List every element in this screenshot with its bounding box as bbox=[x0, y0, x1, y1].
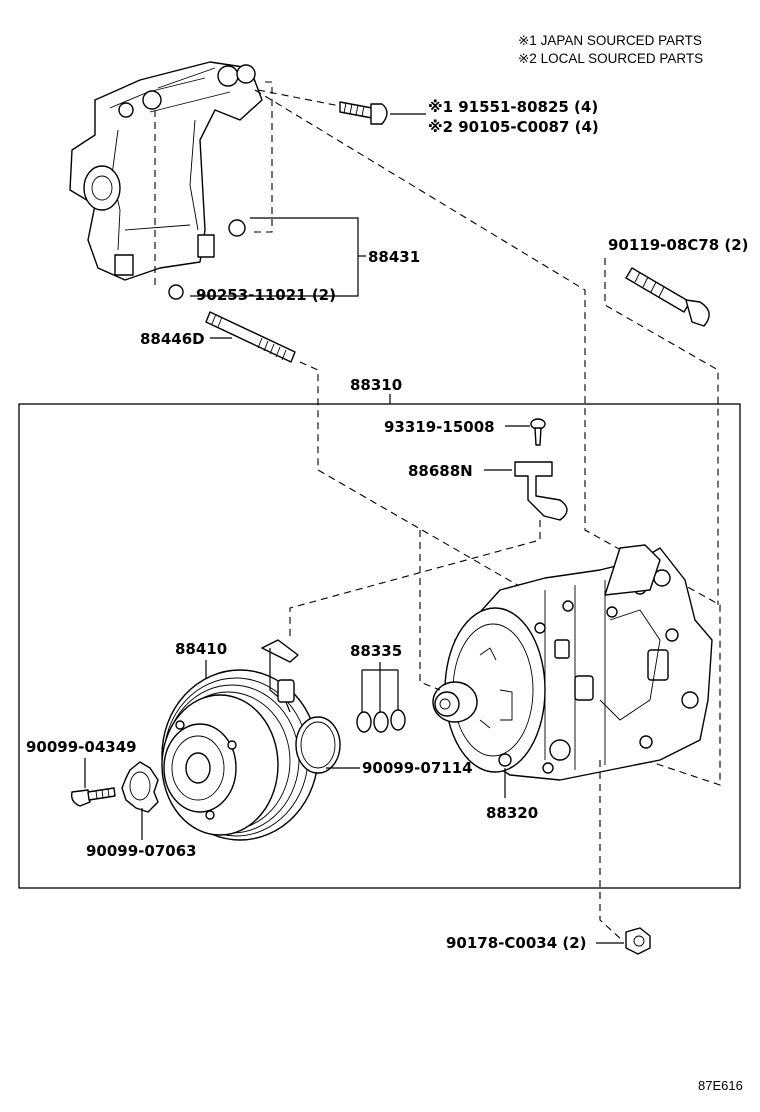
snap-ring-icon bbox=[295, 716, 341, 774]
label-compressor: 88320 bbox=[486, 804, 538, 822]
label-shims: 88335 bbox=[350, 642, 402, 660]
clutch-bolt-icon bbox=[70, 787, 116, 807]
long-bolt-icon bbox=[625, 267, 710, 327]
plug-icon bbox=[168, 284, 184, 300]
clip-icon bbox=[514, 461, 568, 521]
label-compressor-assy: 88310 bbox=[350, 376, 402, 394]
clutch-connector-icon bbox=[261, 639, 299, 713]
clutch-ring-icon bbox=[121, 761, 159, 813]
label-bracket: 88431 bbox=[368, 248, 420, 266]
nut-icon bbox=[625, 927, 651, 955]
diagram-code: 87E616 bbox=[698, 1078, 743, 1093]
label-clutch-pulley: 88410 bbox=[175, 640, 227, 658]
label-nut: 90178-C0034 (2) bbox=[446, 934, 587, 952]
label-plug: 90253-11021 (2) bbox=[196, 286, 336, 304]
label-bolt-local: ※2 90105-C0087 (4) bbox=[428, 118, 599, 136]
compressor-drawing bbox=[432, 544, 713, 781]
bracket-drawing bbox=[69, 61, 263, 281]
leader-bracket bbox=[190, 217, 359, 297]
label-bolt-japan: ※1 91551-80825 (4) bbox=[428, 98, 598, 116]
shims-icon bbox=[356, 709, 406, 733]
label-clip: 88688N bbox=[408, 462, 473, 480]
bolt-icon bbox=[339, 101, 388, 125]
label-stud: 88446D bbox=[140, 330, 205, 348]
assembly-box bbox=[18, 403, 741, 889]
label-snap-ring: 90099-07114 bbox=[362, 759, 473, 777]
label-screw: 93319-15008 bbox=[384, 418, 495, 436]
label-clutch-ring: 90099-07063 bbox=[86, 842, 197, 860]
clutch-pulley-drawing bbox=[161, 669, 319, 841]
note-local-sourced: ※2 LOCAL SOURCED PARTS bbox=[518, 51, 703, 66]
stud-icon bbox=[205, 311, 296, 363]
note-japan-sourced: ※1 JAPAN SOURCED PARTS bbox=[518, 33, 702, 48]
screw-icon bbox=[530, 418, 546, 446]
label-bolt-clutch: 90099-04349 bbox=[26, 738, 137, 756]
label-bolt-long: 90119-08C78 (2) bbox=[608, 236, 749, 254]
